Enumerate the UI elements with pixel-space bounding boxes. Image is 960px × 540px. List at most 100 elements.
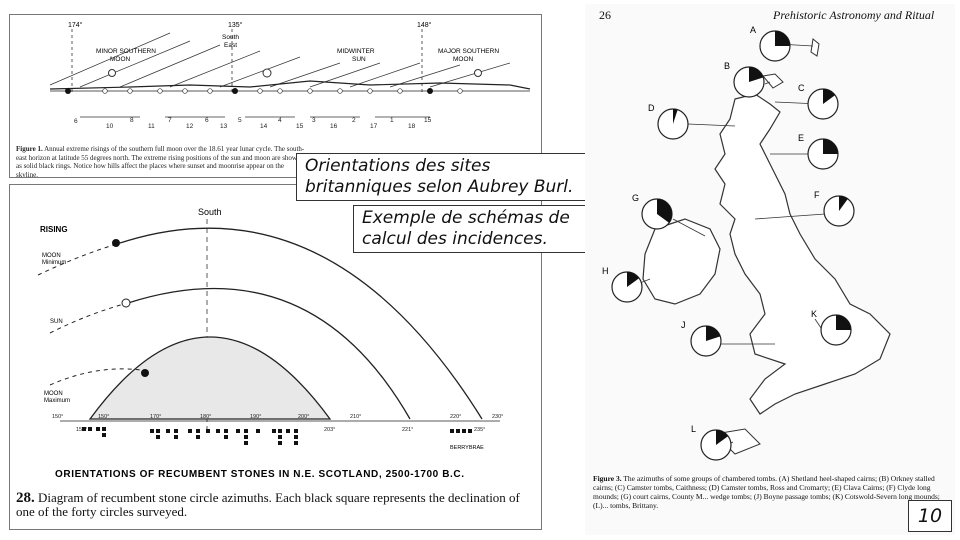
sun-label: SUN bbox=[352, 56, 366, 63]
major-moon-label: MAJOR SOUTHERN bbox=[438, 48, 499, 55]
pie-h: H bbox=[602, 266, 643, 303]
sun-arc bbox=[127, 287, 411, 420]
orkney-outline bbox=[762, 73, 784, 89]
moon-maximum-area bbox=[88, 336, 332, 420]
fig1-number: 11 bbox=[148, 123, 155, 130]
book-page-panel: 26 Prehistoric Astronomy and Ritual A B C D… bbox=[585, 4, 955, 535]
pie-slice bbox=[673, 109, 678, 124]
pie-label: J bbox=[681, 320, 686, 330]
degree-label: 221° bbox=[402, 427, 413, 433]
degree-label: 190° bbox=[250, 414, 261, 420]
degree-label: 235° bbox=[474, 427, 485, 433]
pie-label: C bbox=[798, 83, 805, 93]
book-title: Prehistoric Astronomy and Ritual bbox=[773, 8, 935, 22]
figure28-diagram: South RISING MOON Minimum SUN MOON Maxim… bbox=[37, 207, 503, 480]
ireland-outline bbox=[642, 218, 721, 305]
fig1-number: 15 bbox=[296, 123, 304, 130]
moon-icon bbox=[474, 69, 482, 77]
fig1-number: 5 bbox=[238, 117, 242, 124]
moon-minimum-icon bbox=[112, 239, 120, 247]
figure1-caption: Figure 1. Annual extreme risings of the … bbox=[16, 145, 305, 178]
pie-label: H bbox=[602, 266, 609, 276]
figure3-caption: Figure 3. The azimuths of some groups of… bbox=[593, 474, 940, 510]
sun-label: SUN bbox=[50, 319, 63, 325]
fig1-number: 12 bbox=[186, 123, 194, 130]
minor-moon-label: MINOR SOUTHERN bbox=[96, 48, 156, 55]
berrybrae-label: BERRYBRAE bbox=[450, 445, 484, 451]
minor-moon-label: MOON bbox=[110, 56, 131, 63]
pie-slice bbox=[836, 315, 851, 330]
moon-max-label: Maximum bbox=[44, 398, 70, 404]
south-label: South bbox=[222, 34, 239, 41]
pie-label: A bbox=[750, 25, 756, 35]
caption-box-example: Exemple de schémas de calcul des inciden… bbox=[353, 205, 601, 253]
degree-label: 210° bbox=[350, 414, 361, 420]
pie-label: K bbox=[811, 309, 817, 319]
fig1-number: 18 bbox=[408, 123, 416, 130]
rising-label: RISING bbox=[40, 225, 68, 234]
fig1-number: 7 bbox=[168, 117, 172, 124]
pie-k: K bbox=[811, 309, 852, 346]
pie-j: J bbox=[681, 320, 722, 357]
degree-label: 220° bbox=[450, 414, 461, 420]
pie-b: B bbox=[724, 61, 765, 98]
moon-min-label: MOON bbox=[42, 253, 61, 259]
stone-squares bbox=[82, 427, 472, 445]
degree-label: 170° bbox=[150, 414, 161, 420]
pie-a: A bbox=[750, 25, 791, 62]
pie-slice bbox=[657, 199, 672, 223]
horizon-line bbox=[49, 80, 531, 90]
fig1-number: 6 bbox=[205, 117, 209, 124]
sun-icon bbox=[121, 298, 131, 308]
moon-minimum-arc bbox=[119, 227, 483, 420]
fig1-number: 13 bbox=[220, 123, 228, 130]
degree-label: 180° bbox=[200, 414, 211, 420]
figure1-diagram: 174° 135° 148° South East MINOR SOUTHERN… bbox=[49, 21, 531, 130]
pie-slice bbox=[716, 430, 729, 445]
pie-label: F bbox=[814, 190, 820, 200]
degree-label: 203° bbox=[324, 427, 335, 433]
south-label: South bbox=[198, 207, 222, 217]
pie-label: G bbox=[632, 193, 639, 203]
fig1-number: 17 bbox=[370, 123, 378, 130]
fig1-number: 8 bbox=[130, 117, 134, 124]
fig1-number: 14 bbox=[260, 123, 268, 130]
fig1-number: 1 bbox=[390, 117, 394, 124]
fig1-number: 6 bbox=[74, 118, 78, 125]
pie-l: L bbox=[691, 424, 732, 461]
major-moon-label: MOON bbox=[453, 56, 474, 63]
pie-f: F bbox=[814, 190, 855, 227]
degree-label: 135° bbox=[228, 21, 243, 29]
pie-slice bbox=[823, 139, 838, 154]
pie-slice bbox=[839, 196, 848, 211]
moon-max-label: MOON bbox=[44, 391, 63, 397]
figure28-title: ORIENTATIONS OF RECUMBENT STONES IN N.E.… bbox=[55, 469, 465, 480]
figure1-panel: 174° 135° 148° South East MINOR SOUTHERN… bbox=[9, 14, 542, 178]
degree-label: 230° bbox=[492, 414, 503, 420]
pie-label: L bbox=[691, 424, 696, 434]
east-label: East bbox=[224, 42, 237, 49]
pie-d: D bbox=[648, 103, 689, 140]
pie-slice bbox=[627, 272, 640, 287]
fig1-number: 10 bbox=[106, 123, 114, 130]
moon-icon bbox=[108, 69, 116, 77]
fig1-number: 4 bbox=[278, 117, 282, 124]
slide-number: 10 bbox=[908, 500, 952, 532]
page-number: 26 bbox=[599, 8, 611, 22]
moon-min-label: Minimum bbox=[42, 260, 66, 266]
pie-slice bbox=[706, 326, 721, 341]
shetland-outline bbox=[810, 38, 820, 57]
midwinter-label: MIDWINTER bbox=[337, 48, 375, 55]
moon-maximum-icon bbox=[141, 369, 149, 377]
degree-label: 148° bbox=[417, 21, 432, 29]
degree-label: 155° bbox=[76, 427, 87, 433]
fig1-number: 15 bbox=[424, 117, 432, 124]
pie-slice bbox=[749, 67, 764, 82]
pie-g: G bbox=[632, 193, 673, 230]
fig1-number: 3 bbox=[312, 117, 316, 124]
fig1-number: 16 bbox=[330, 123, 338, 130]
caption-box-orientations: Orientations des sites britanniques selo… bbox=[296, 153, 600, 201]
degree-label: 200° bbox=[298, 414, 309, 420]
pie-c: C bbox=[798, 83, 839, 120]
